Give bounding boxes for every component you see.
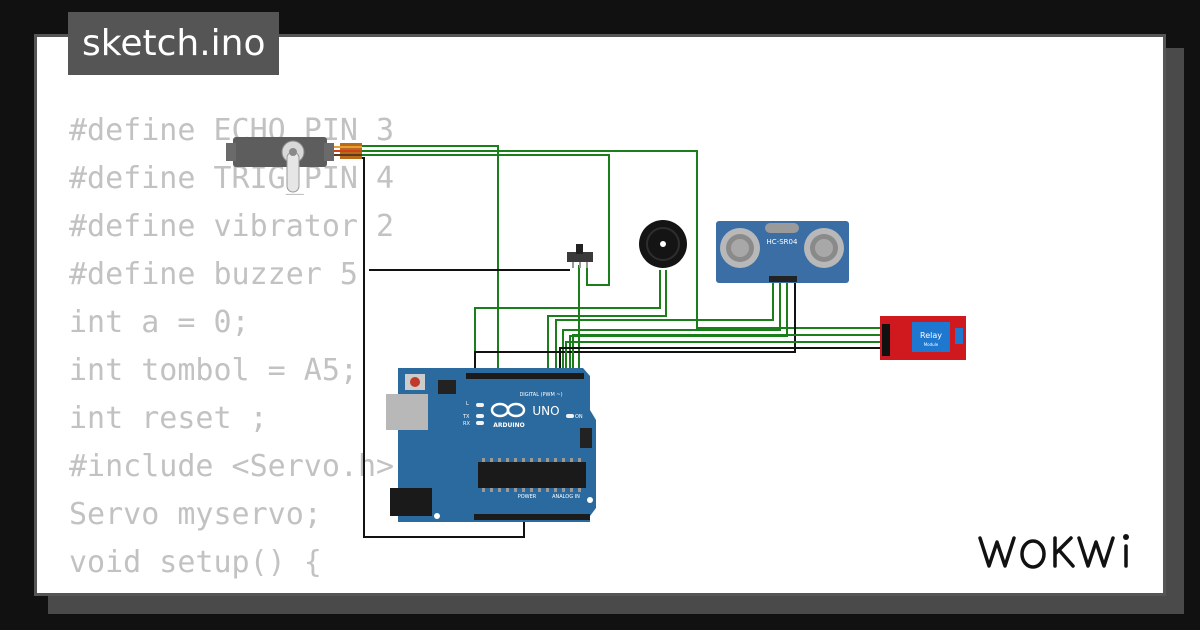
wire — [555, 282, 774, 372]
digital-label: DIGITAL (PWM ~) — [519, 392, 562, 398]
servo-motor — [226, 137, 362, 193]
ultrasonic-sensor: HC-SR04 — [716, 221, 849, 283]
rx-label: RX — [463, 421, 470, 427]
code-line: int tombol = A5; — [69, 353, 358, 388]
code-line: int a = 0; — [69, 305, 250, 340]
wire — [362, 145, 499, 372]
board-brand: ARDUINO — [493, 422, 524, 429]
slide-switch — [567, 244, 593, 268]
wire — [547, 270, 667, 372]
relay-module: Relay Module — [880, 316, 966, 360]
code-line: #define vibrator 2 — [69, 209, 395, 244]
relay-label: Relay — [920, 331, 942, 340]
code-line: Servo myservo; — [69, 497, 322, 532]
wire — [559, 347, 880, 372]
analog-label: ANALOG IN — [552, 494, 580, 500]
ultrasonic-label: HC-SR04 — [767, 238, 798, 246]
piezo-buzzer — [639, 220, 687, 268]
code-line: void setup() { — [69, 545, 322, 580]
wire — [572, 334, 880, 372]
filename-tab: sketch.ino — [68, 12, 280, 75]
power-label: POWER — [518, 494, 537, 500]
wire — [362, 157, 525, 538]
wire — [565, 341, 880, 372]
code-line: #define buzzer 5 — [69, 257, 358, 292]
wire — [474, 282, 796, 372]
code-line: #include <Servo.h> — [69, 449, 395, 484]
wire — [474, 270, 661, 372]
arduino-uno-board: UNO ARDUINO DIGITAL (PWM ~) POWER ANALOG… — [386, 368, 596, 522]
wire — [362, 154, 610, 286]
l-label: L — [466, 401, 469, 407]
code-line: int reset ; — [69, 401, 268, 436]
on-label: ON — [575, 414, 583, 420]
wokwi-logo — [978, 534, 1129, 569]
board-model: UNO — [532, 404, 559, 418]
relay-sublabel: Module — [924, 342, 939, 347]
wire — [362, 150, 880, 329]
tx-label: TX — [462, 414, 470, 420]
